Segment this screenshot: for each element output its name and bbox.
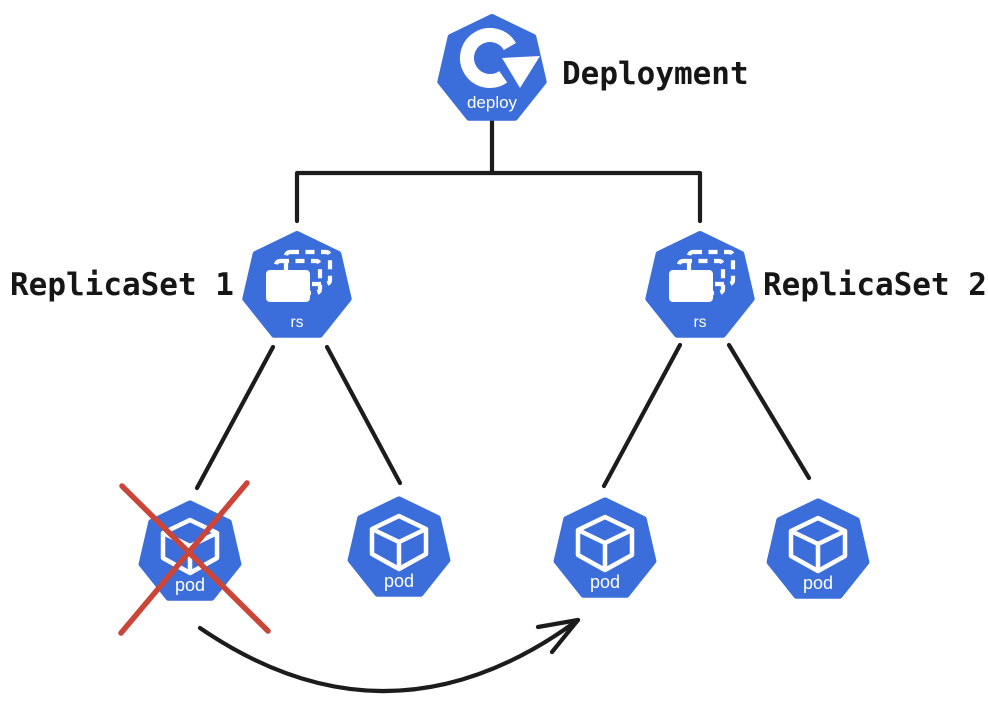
card-front — [266, 270, 310, 302]
pod4-node: pod — [769, 501, 866, 596]
stacked-cards-icon — [669, 249, 736, 302]
replicaset2-node: rs — [648, 234, 751, 335]
pod2-badge-label: pod — [384, 571, 414, 591]
pod1-badge-label: pod — [175, 575, 205, 595]
replicaset2-to-pods-connector — [601, 342, 812, 489]
cube-icon — [788, 515, 848, 574]
deployment-node: deploy — [440, 17, 543, 118]
redeploy-arrow-icon — [460, 28, 540, 88]
replicaset2-label: ReplicaSet 2 — [763, 267, 987, 303]
deployment-to-replicasets-connector — [294, 117, 703, 224]
arrow-shaft — [197, 617, 581, 694]
replicaset2-badge-label: rs — [694, 314, 707, 331]
redeploy-ring — [460, 28, 516, 88]
reschedule-curved-arrow-icon — [197, 617, 581, 694]
pod3-badge-label: pod — [590, 572, 620, 592]
replicaset1-label: ReplicaSet 1 — [10, 267, 234, 303]
pod1-node: pod — [141, 503, 238, 598]
card-front — [669, 270, 713, 302]
arrow-head — [535, 617, 581, 655]
replicaset1-badge-label: rs — [291, 314, 304, 331]
replicaset1-to-pods-connector — [194, 344, 403, 491]
cube-icon — [369, 513, 429, 572]
red-cross-icon — [118, 480, 271, 636]
cube-icon — [575, 514, 635, 573]
redeploy-arrowhead — [502, 56, 540, 88]
deployment-badge-label: deploy — [467, 93, 518, 112]
stacked-cards-icon — [266, 249, 333, 302]
pod3-node: pod — [556, 500, 653, 595]
deployment-label: Deployment — [562, 56, 749, 92]
pod2-node: pod — [350, 499, 447, 594]
pod4-badge-label: pod — [803, 573, 833, 593]
replicaset1-node: rs — [245, 234, 348, 335]
card-back — [686, 249, 736, 287]
card-back — [283, 249, 333, 287]
